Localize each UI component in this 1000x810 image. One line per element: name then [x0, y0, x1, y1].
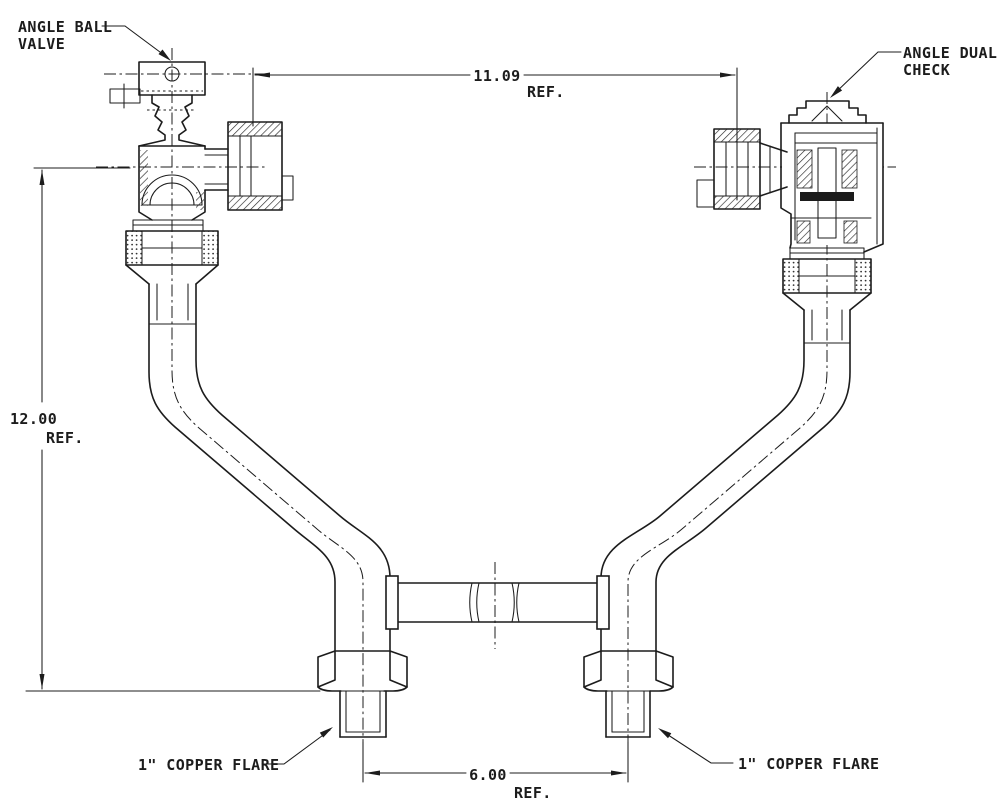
valve-bonnet — [138, 61, 206, 96]
left-riser-pipe — [148, 283, 391, 652]
flare-knurl-tab — [317, 650, 336, 688]
centerlines — [96, 48, 896, 744]
leader-line — [661, 730, 734, 764]
knurl-band — [227, 121, 283, 137]
right-flare-nut — [583, 650, 674, 738]
label-angle-dual-check-line1: ANGLE DUAL — [903, 44, 997, 62]
dim-arrow — [720, 72, 735, 78]
label-copper-flare-left: 1" COPPER FLARE — [138, 756, 279, 774]
leader-line — [101, 25, 169, 59]
callout-angle-dual-check: ANGLE DUAL CHECK — [830, 44, 997, 98]
knurl-band — [782, 258, 800, 294]
brace-left-fitting — [385, 575, 399, 630]
leader-arrow — [158, 49, 171, 61]
flare-knurl-tab — [389, 650, 408, 688]
ball-inner — [149, 182, 195, 206]
leader-line — [261, 729, 331, 765]
leader-arrow — [319, 727, 333, 738]
dim-ref-meter-spread: REF. — [527, 83, 565, 101]
ball-outer — [141, 174, 203, 206]
brace-right-fitting — [596, 575, 610, 630]
check-cap — [788, 100, 867, 124]
knurl-band — [854, 258, 872, 294]
handle-nut — [164, 66, 180, 82]
label-angle-ball-valve-line2: VALVE — [18, 35, 65, 53]
label-angle-ball-valve-line1: ANGLE BALL — [18, 18, 112, 36]
check-module-hatch — [796, 220, 811, 244]
cross-brace — [385, 575, 610, 630]
body-wall-hatch — [140, 150, 148, 206]
dimension-inlet-spacing: 6.00 REF. — [362, 741, 629, 802]
leader-arrow — [830, 86, 843, 98]
callout-copper-flare-left: 1" COPPER FLARE — [138, 727, 333, 774]
callout-copper-flare-right: 1" COPPER FLARE — [658, 728, 879, 773]
flare-knurl-tab — [583, 650, 602, 688]
right-riser-centerline — [627, 92, 828, 744]
label-angle-dual-check-line2: CHECK — [903, 61, 950, 79]
callout-angle-ball-valve: ANGLE BALL VALVE — [18, 18, 171, 61]
meter-tailpiece — [696, 179, 715, 208]
flare-knurl-tab — [655, 650, 674, 688]
check-module-hatch — [841, 149, 858, 189]
check-module-hatch — [796, 149, 813, 189]
dim-arrow — [611, 770, 626, 776]
left-flare-nut — [317, 650, 408, 738]
valve-stem — [109, 88, 141, 104]
left-riser-centerline — [171, 48, 364, 744]
dim-ref-inlet-spacing: REF. — [514, 784, 552, 802]
dim-ref-riser-height: REF. — [46, 429, 84, 447]
dimension-riser-height: 12.00 REF. — [10, 167, 321, 692]
angle-dual-check — [696, 100, 884, 311]
dim-arrow — [365, 770, 380, 776]
dim-value-meter-spread: 11.09 — [473, 67, 520, 85]
label-copper-flare-right: 1" COPPER FLARE — [738, 755, 879, 773]
dim-arrow — [255, 72, 270, 78]
dimension-meter-spread: 11.09 REF. — [252, 67, 738, 201]
body-wall-hatch — [196, 192, 204, 210]
meter-tailpiece — [281, 175, 294, 201]
right-riser-pipe — [600, 309, 851, 652]
dim-value-riser-height: 12.00 — [10, 410, 57, 428]
dim-arrow — [39, 170, 45, 185]
knurl-band — [201, 230, 219, 266]
leader-arrow — [658, 728, 672, 739]
check-seat-band — [800, 192, 854, 201]
check-module-hatch — [843, 220, 858, 244]
dim-arrow — [39, 674, 45, 689]
leader-line — [833, 51, 902, 95]
knurl-band — [227, 195, 283, 211]
angle-ball-valve — [109, 61, 294, 285]
dim-value-inlet-spacing: 6.00 — [469, 766, 507, 784]
knurl-band — [125, 230, 143, 266]
